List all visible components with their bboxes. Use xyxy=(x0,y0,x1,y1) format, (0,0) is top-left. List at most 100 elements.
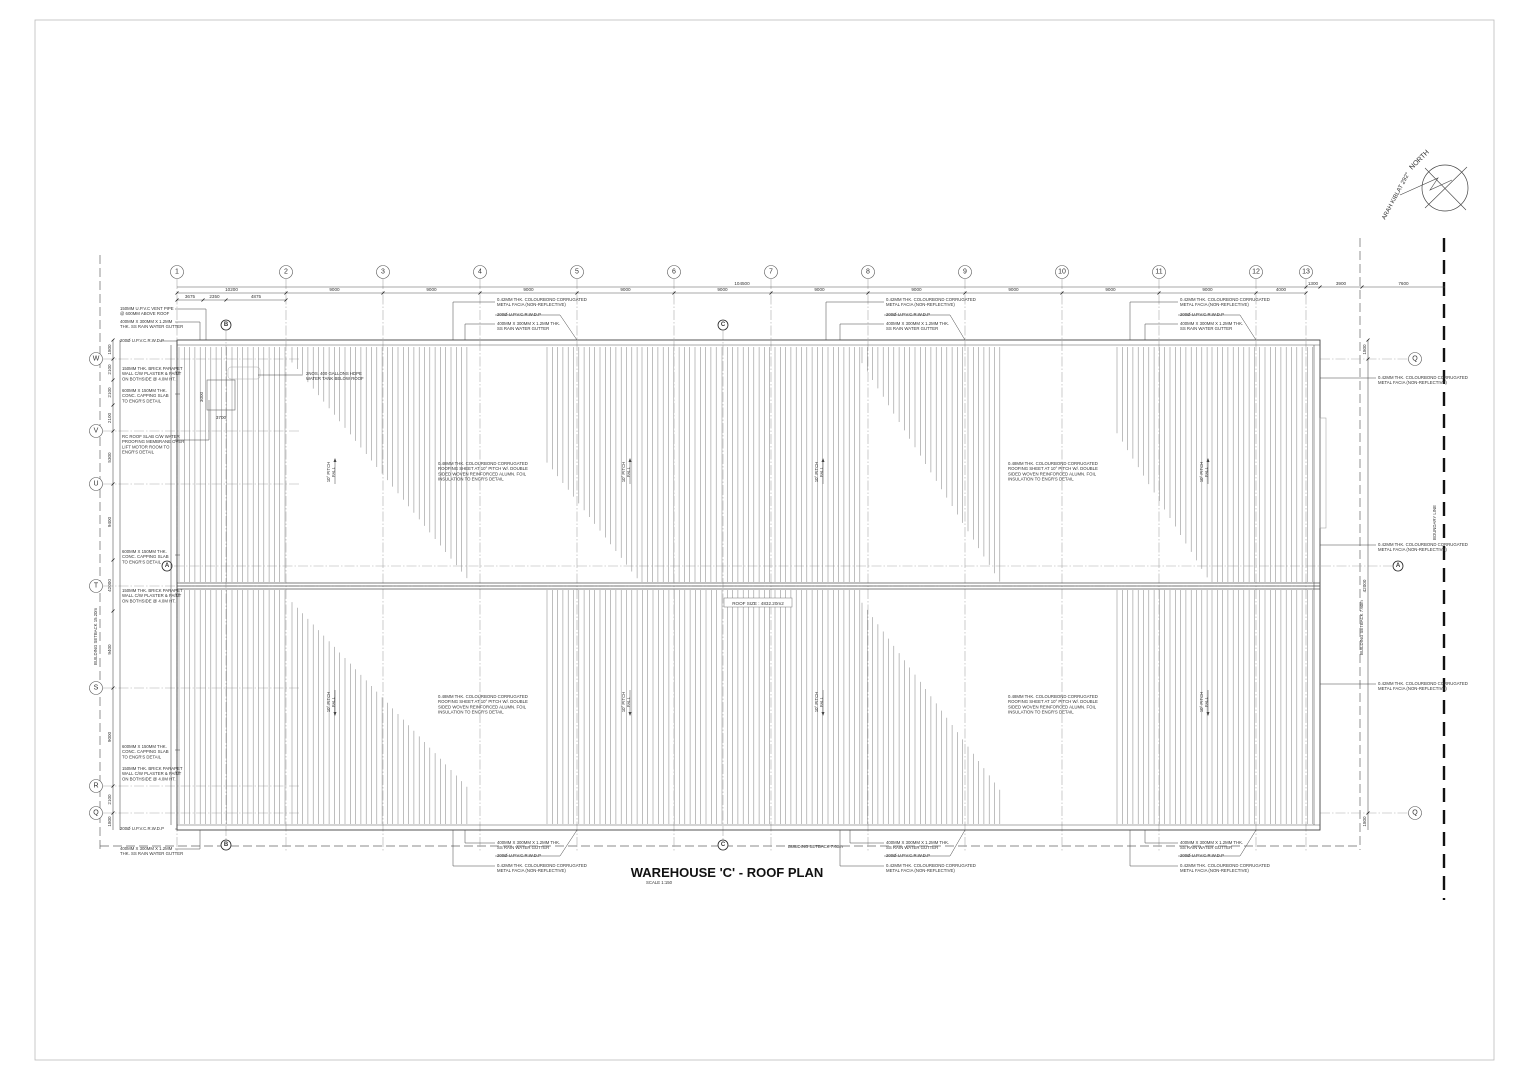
note-line: METAL FACIA (NON-REFLECTIVE) xyxy=(1378,686,1447,691)
note-line: 150MM THK. BRICK PARAPET xyxy=(122,766,183,771)
grid-bubble-icon xyxy=(89,352,103,366)
north-arrow: NORTH ARAH KIBLAT 292° xyxy=(1381,149,1469,221)
note-line: 200Ø U.P.V.C.R.W.D.P xyxy=(120,826,164,831)
water-tank-outline xyxy=(206,379,236,411)
dimension-tick xyxy=(672,291,676,295)
note-line: 0.42MM THK. COLOURBOND CORRUGATED xyxy=(497,297,587,302)
note-line: 200Ø U.P.V.C.R.W.D.P xyxy=(497,853,541,858)
note-rwdp-bottom: 200Ø U.P.V.C.R.W.D.P xyxy=(1180,853,1224,858)
note-line: ROOFING SHEET AT 10° PITCH W/. DOUBLE xyxy=(438,699,528,704)
note-line: WALL C/W PLASTER & PAINT xyxy=(122,593,182,598)
dimension-left: 9400 xyxy=(107,516,112,527)
grid-label-row: Q xyxy=(1412,356,1418,363)
dimension-right-vertical: 1800 xyxy=(1362,816,1367,827)
dimension-tick xyxy=(111,811,115,815)
pitch-label: 10° PITCHFALL xyxy=(326,462,336,483)
dimension-left: 2100 xyxy=(107,412,112,423)
kiblat-label: ARAH KIBLAT 292° xyxy=(1381,171,1411,221)
grid-label-column: 4 xyxy=(478,269,482,276)
pitch-label: 10° PITCHFALL xyxy=(621,692,631,713)
note-line: 400MM X 300MM X 1.2MM THK. xyxy=(886,321,949,326)
dimension-bay: 10200 xyxy=(225,287,238,292)
note-line: 200Ø U.P.V.C.R.W.D.P xyxy=(497,312,541,317)
note-rwdp-bl: 200Ø U.P.V.C.R.W.D.P xyxy=(120,826,164,831)
dimension-tick xyxy=(201,298,205,302)
note-gutter-top: 400MM X 300MM X 1.2MM THK.SS RAIN WATER … xyxy=(886,321,949,331)
note-line: 400MM X 300MM X 1.2MM THK. xyxy=(497,840,560,845)
grid-bubble-icon xyxy=(958,265,972,279)
note-rwdp-tl: 200Ø U.P.V.C.R.W.D.P xyxy=(120,338,164,343)
dimension-tick xyxy=(381,291,385,295)
note-line: 600MM X 150MM THK. xyxy=(122,744,167,749)
note-line: 400MM X 300MM X 1.2MM xyxy=(120,846,173,851)
pitch-label-line: FALL xyxy=(331,696,336,707)
dimension-left: 9400 xyxy=(107,644,112,655)
note-line: 0.42MM THK. COLOURBOND CORRUGATED xyxy=(886,863,976,868)
note-line: CONC. CAPPING SLAB xyxy=(122,749,169,754)
note-line: SS RAIN WATER GUTTER xyxy=(1180,845,1232,850)
dimension-tick xyxy=(175,298,179,302)
grid-bubble-icon xyxy=(764,265,778,279)
section-marker-icon xyxy=(220,839,232,851)
dimension-right: 7600 xyxy=(1398,281,1409,286)
note-gutter-bottom: 400MM X 300MM X 1.2MM THK.SS RAIN WATER … xyxy=(1180,840,1243,850)
dimension-tick xyxy=(478,291,482,295)
roof-sheeting-hatch xyxy=(178,347,1313,824)
note-line: 0.42MM THK. COLOURBOND CORRUGATED xyxy=(886,297,976,302)
annotation-notes: 150MM U.P.V.C VENT PIPE@ 600MM ABOVE ROO… xyxy=(120,297,1468,873)
note-line: 200Ø U.P.V.C.R.W.D.P xyxy=(886,312,930,317)
dimension-bay: 9000 xyxy=(523,287,534,292)
note-line: SIDED WOVEN REINFORCED ALUMN. FOIL xyxy=(438,704,527,709)
note-line: ON BOTHSIDE @ 4.0M HT. xyxy=(122,776,176,781)
note-gutter-top: 400MM X 300MM X 1.2MM THK.SS RAIN WATER … xyxy=(1180,321,1243,331)
dimension-tick xyxy=(963,291,967,295)
note-line: 0.42MM THK. COLOURBOND CORRUGATED xyxy=(1180,297,1270,302)
dimension-tick xyxy=(284,298,288,302)
note-line: SS RAIN WATER GUTTER xyxy=(497,326,549,331)
note-rwdp-top: 200Ø U.P.V.C.R.W.D.P xyxy=(1180,312,1224,317)
grid-bubble-icon xyxy=(89,477,103,491)
grid-bubble-icon xyxy=(1299,265,1313,279)
note-line: 0.48MM THK. COLOURBOND CORRUGATED xyxy=(438,694,528,699)
note-line: METAL FACIA (NON-REFLECTIVE) xyxy=(497,868,566,873)
note-line: SS RAIN WATER GUTTER xyxy=(886,845,938,850)
dimension-tick xyxy=(175,291,179,295)
section-marker-label: B xyxy=(224,322,229,328)
dimension-tick xyxy=(111,482,115,486)
pitch-label: 10° PITCHFALL xyxy=(1199,462,1209,483)
arrow-head-icon xyxy=(333,458,337,462)
dimension-tick xyxy=(111,338,115,342)
dimension-tick xyxy=(866,291,870,295)
grid-label-row: V xyxy=(94,428,99,435)
note-line: 2NOS. 400 GALLONS HDPE xyxy=(306,371,362,376)
note-line: METAL FACIA (NON-REFLECTIVE) xyxy=(1180,302,1249,307)
note-line: ON BOTHSIDE @ 4.0M HT. xyxy=(122,598,176,603)
dimension-tick xyxy=(1060,291,1064,295)
pitch-label-line: FALL xyxy=(626,696,631,707)
note-line: LIFT MOTOR ROOM TO xyxy=(122,444,170,449)
leader-lines xyxy=(160,301,1376,867)
dimension-right-vertical: 42000 xyxy=(1362,579,1367,592)
note-line: 200Ø U.P.V.C.R.W.D.P xyxy=(1180,853,1224,858)
note-line: 200Ø U.P.V.C.R.W.D.P xyxy=(886,853,930,858)
dimension-bay: 9000 xyxy=(911,287,922,292)
north-arrow-icon xyxy=(1421,164,1469,212)
note-line: 400MM X 300MM X 1.2MM THK. xyxy=(497,321,560,326)
grid-bubble-icon xyxy=(279,265,293,279)
dimension-tick xyxy=(575,291,579,295)
note-line: METAL FACIA (NON-REFLECTIVE) xyxy=(1180,868,1249,873)
grid-bubble-icon xyxy=(89,779,103,793)
arrow-head-icon xyxy=(628,712,632,716)
dimension-left: 1800 xyxy=(107,816,112,827)
grid-bubble-icon xyxy=(667,265,681,279)
note-line: 400MM X 300MM X 1.2MM THK. xyxy=(1180,321,1243,326)
dimension-tick xyxy=(111,784,115,788)
dimension-bay: 9000 xyxy=(1105,287,1116,292)
grid-label-column: 1 xyxy=(175,269,179,276)
